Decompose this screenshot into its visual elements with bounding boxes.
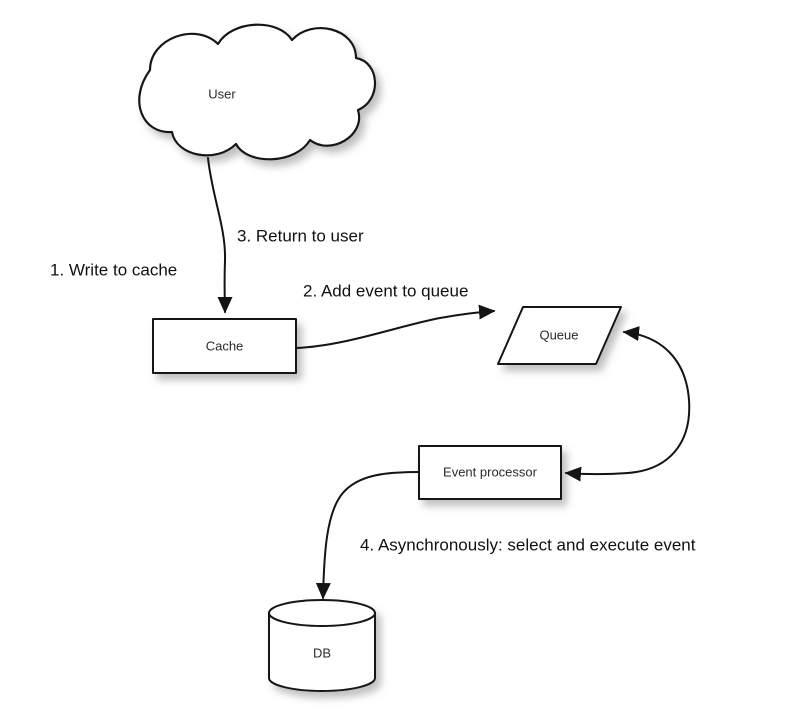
node-db[interactable]: DB: [268, 599, 376, 692]
node-user-label: User: [208, 86, 236, 101]
node-cache-label: Cache: [206, 338, 244, 353]
cloud-shape: [138, 23, 377, 161]
edge-event-processor-to-db: [315, 471, 420, 600]
db-cylinder-body: [268, 612, 376, 692]
step-label-1: 1. Write to cache: [50, 260, 177, 279]
node-event-processor-label: Event processor: [443, 464, 538, 479]
edge-user-to-cache: [207, 157, 233, 314]
edge-cache-to-queue: [295, 304, 496, 349]
node-queue-label: Queue: [539, 327, 578, 342]
node-queue[interactable]: Queue: [497, 306, 622, 365]
node-user[interactable]: User: [138, 23, 377, 161]
node-event-processor[interactable]: Event processor: [418, 445, 562, 500]
node-db-label: DB: [313, 645, 331, 660]
cache-shape: [152, 318, 297, 374]
node-cache[interactable]: Cache: [152, 318, 297, 374]
edge-queue-event-processor-loop: [564, 326, 691, 482]
step-label-3: 3. Return to user: [237, 226, 364, 245]
step-label-4: 4. Asynchronously: select and execute ev…: [360, 535, 696, 554]
db-cylinder-top: [268, 599, 376, 627]
step-label-2: 2. Add event to queue: [303, 281, 468, 300]
